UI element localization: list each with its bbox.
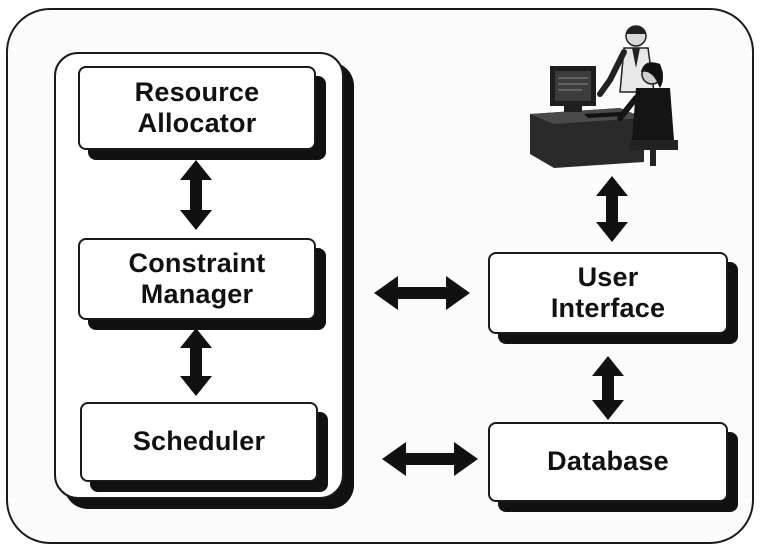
resource-constraint-arrow bbox=[180, 160, 212, 230]
constraint-manager-label: Constraint Manager bbox=[128, 247, 266, 309]
database-box: Database bbox=[488, 422, 728, 502]
resource-allocator-box: Resource Allocator bbox=[78, 66, 316, 150]
subsystem-interface-arrow bbox=[374, 276, 470, 310]
scheduler-label: Scheduler bbox=[132, 426, 266, 457]
subsystem-database-arrow bbox=[382, 442, 478, 476]
interface-database-arrow bbox=[592, 356, 624, 420]
resource-allocator-label: Resource Allocator bbox=[134, 76, 260, 138]
user-interface-box: User Interface bbox=[488, 252, 728, 334]
users-interface-arrow bbox=[596, 176, 628, 242]
people-at-workstation-icon bbox=[530, 25, 678, 168]
constraint-scheduler-arrow bbox=[180, 328, 212, 396]
scheduler-box: Scheduler bbox=[80, 402, 318, 482]
database-label: Database bbox=[547, 446, 669, 477]
user-interface-label: User Interface bbox=[550, 261, 666, 323]
constraint-manager-box: Constraint Manager bbox=[78, 238, 316, 320]
